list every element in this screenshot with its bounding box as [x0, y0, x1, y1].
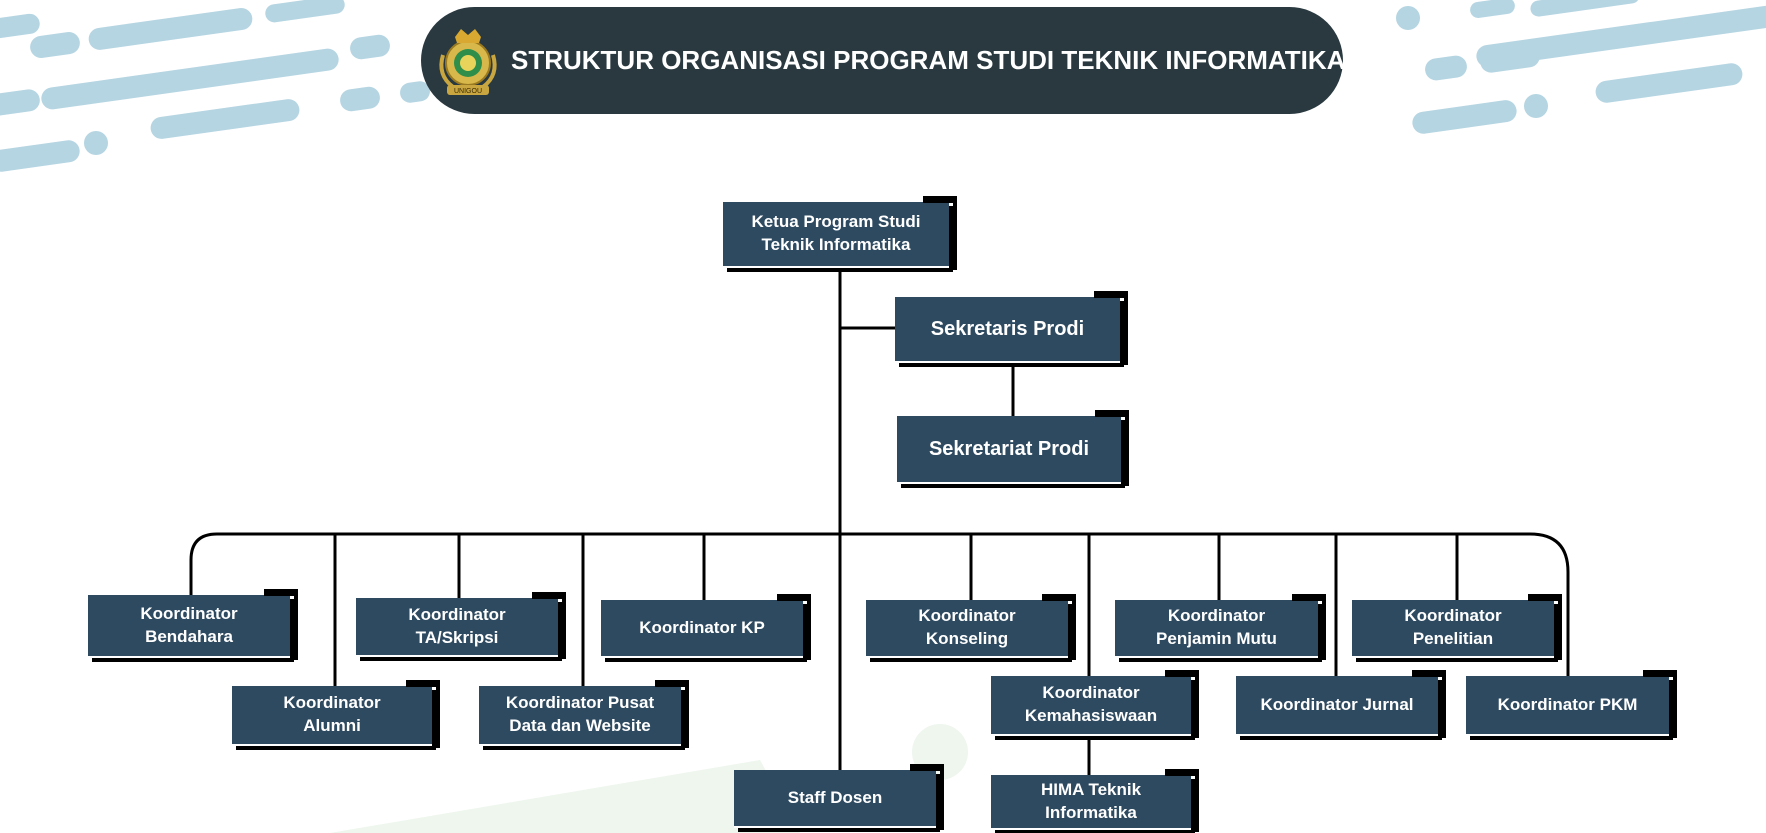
university-logo-icon: UNIGOU — [439, 29, 497, 95]
node-koordinator-jurnal: Koordinator Jurnal — [1236, 670, 1446, 738]
node-koordinator-penelitian: Koordinator Penelitian — [1352, 594, 1562, 660]
node-koordinator-kemahasiswaan: Koordinator Kemahasiswaan — [991, 670, 1199, 738]
node-sekretaris-prodi: Sekretaris Prodi — [895, 291, 1128, 365]
page-title: STRUKTUR ORGANISASI PROGRAM STUDI TEKNIK… — [511, 45, 1346, 75]
node-staff-dosen: Staff Dosen — [734, 764, 944, 830]
node-koordinator-alumni: Koordinator Alumni — [232, 680, 440, 748]
node-koordinator-pusat-data: Koordinator Pusat Data dan Website — [479, 680, 689, 748]
node-koordinator-ta-skripsi: Koordinator TA/Skripsi — [356, 592, 566, 659]
node-sekretariat-prodi: Sekretariat Prodi — [897, 410, 1129, 486]
node-hima-teknik-informatika: HIMA Teknik Informatika — [991, 769, 1199, 832]
node-ketua-prodi: Ketua Program Studi Teknik Informatika — [723, 196, 957, 270]
title-banner: UNIGOU STRUKTUR ORGANISASI PROGRAM STUDI… — [421, 7, 1346, 114]
node-koordinator-konseling: Koordinator Konseling — [866, 594, 1076, 660]
node-koordinator-bendahara: Koordinator Bendahara — [88, 589, 298, 660]
node-koordinator-kp: Koordinator KP — [601, 594, 811, 660]
node-koordinator-pkm: Koordinator PKM — [1466, 670, 1677, 738]
node-koordinator-penjamin-mutu: Koordinator Penjamin Mutu — [1115, 594, 1326, 660]
svg-text:UNIGOU: UNIGOU — [454, 88, 482, 95]
